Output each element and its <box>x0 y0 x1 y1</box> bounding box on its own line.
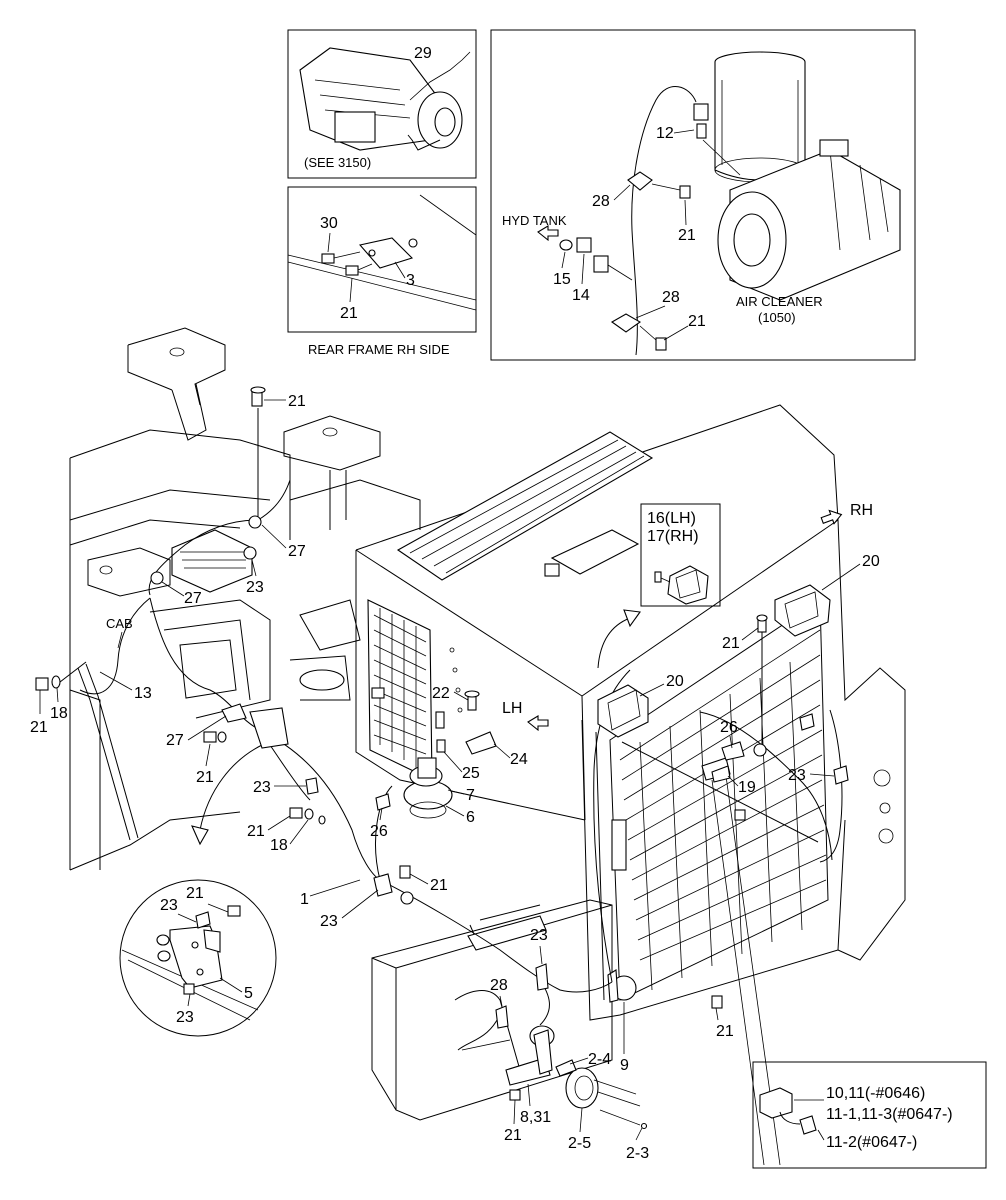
callout-26: 26 <box>370 823 388 840</box>
pump-reference: (SEE 3150) <box>304 155 371 170</box>
lamp-lh-label: 16(LH) <box>647 510 696 527</box>
counterweight <box>371 899 648 1130</box>
callout-23: 23 <box>320 913 338 930</box>
callout-18: 18 <box>50 705 68 722</box>
callout-26: 26 <box>720 719 738 736</box>
inset-air-cleaner: HYD TANK 12 28 21 15 14 28 21 AIR CLEANE… <box>490 29 916 361</box>
detail-circle <box>119 879 277 1037</box>
callout-3: 3 <box>406 272 415 289</box>
air-cleaner-ref: (1050) <box>758 310 796 325</box>
lh-label: LH <box>502 700 522 717</box>
callout-13: 13 <box>134 685 152 702</box>
callout-1: 1 <box>300 891 309 908</box>
rear-frame-caption: REAR FRAME RH SIDE <box>308 342 450 357</box>
callout-18: 18 <box>270 837 288 854</box>
connector-label-11-1-11-3: 11-1,11-3(#0647-) <box>826 1106 953 1123</box>
callout-2-4: 2-4 <box>588 1051 611 1068</box>
callout-21: 21 <box>716 1023 734 1040</box>
callout-25: 25 <box>462 765 480 782</box>
callout-2-5: 2-5 <box>568 1135 591 1152</box>
connector-label-11-2: 11-2(#0647-) <box>826 1134 917 1151</box>
callout-20: 20 <box>666 673 684 690</box>
callout-27: 27 <box>288 543 306 560</box>
callout-21: 21 <box>430 877 448 894</box>
callout-21: 21 <box>30 719 48 736</box>
engine-hood <box>355 404 839 821</box>
cab-label: CAB <box>106 616 133 631</box>
inset-lamp: 16(LH) 17(RH) <box>640 503 721 607</box>
callout-21: 21 <box>688 313 706 330</box>
callout-12: 12 <box>656 125 674 142</box>
callout-30: 30 <box>320 215 338 232</box>
callout-22: 22 <box>432 685 450 702</box>
rh-label: RH <box>850 502 873 519</box>
callout-23: 23 <box>176 1009 194 1026</box>
inset-rear-frame: 30 3 21 REAR FRAME RH SIDE <box>287 186 477 357</box>
callout-28: 28 <box>592 193 610 210</box>
callout-15: 15 <box>553 271 571 288</box>
inset-pump: 29 (SEE 3150) <box>287 29 477 179</box>
callout-6: 6 <box>466 809 475 826</box>
callout-23: 23 <box>253 779 271 796</box>
callout-23: 23 <box>160 897 178 914</box>
inset-connector: 10,11(-#0646) 11-1,11-3(#0647-) 11-2(#06… <box>752 1061 987 1169</box>
callout-21: 21 <box>722 635 740 652</box>
callout-23: 23 <box>530 927 548 944</box>
callout-9: 9 <box>620 1057 629 1074</box>
lamp-rh-label: 17(RH) <box>647 528 699 545</box>
callout-28: 28 <box>490 977 508 994</box>
connector-label-10-11: 10,11(-#0646) <box>826 1085 925 1102</box>
callout-23: 23 <box>246 579 264 596</box>
callout-21: 21 <box>678 227 696 244</box>
callout-2-3: 2-3 <box>626 1145 649 1162</box>
rear-frame <box>69 327 421 871</box>
callout-27: 27 <box>166 732 184 749</box>
callout-7: 7 <box>466 787 475 804</box>
callout-14: 14 <box>572 287 590 304</box>
callout-29: 29 <box>414 45 432 62</box>
callouts: 21 27 23 27 21 18 13 27 21 23 21 18 22 2… <box>30 393 880 1162</box>
callout-20: 20 <box>862 553 880 570</box>
callout-24: 24 <box>510 751 528 768</box>
callout-21: 21 <box>340 305 358 322</box>
components <box>35 386 849 1101</box>
hyd-tank-label: HYD TANK <box>502 213 567 228</box>
callout-5: 5 <box>244 985 253 1002</box>
callout-21: 21 <box>247 823 265 840</box>
callout-8-31: 8,31 <box>520 1109 551 1126</box>
callout-27: 27 <box>184 590 202 607</box>
callout-28: 28 <box>662 289 680 306</box>
callout-21: 21 <box>288 393 306 410</box>
callout-21: 21 <box>504 1127 522 1144</box>
direction-labels: CAB LH RH <box>106 502 873 732</box>
callout-23: 23 <box>788 767 806 784</box>
rear-grille <box>581 519 906 1021</box>
callout-21: 21 <box>186 885 204 902</box>
air-cleaner-label: AIR CLEANER <box>736 294 823 309</box>
callout-19: 19 <box>738 779 756 796</box>
callout-21: 21 <box>196 769 214 786</box>
